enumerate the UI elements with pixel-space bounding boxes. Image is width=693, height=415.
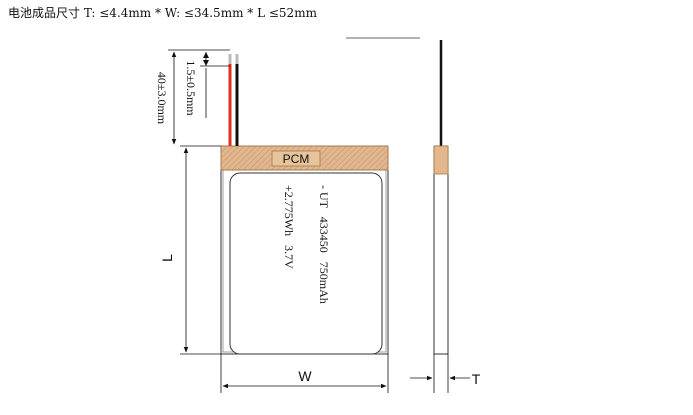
- wire-length-label: 40±3.0mm: [155, 72, 169, 125]
- battery-side-view: [346, 37, 449, 355]
- strip-length-dimension: 1.5±0.5mm: [184, 52, 230, 118]
- length-label: L: [159, 254, 175, 262]
- side-body: [433, 145, 449, 355]
- battery-front-view: PCM - UT 433450 750mAh +2.775Wh 3.7V: [220, 54, 389, 355]
- length-dimension: L: [159, 145, 221, 355]
- thickness-dimension: T: [410, 354, 481, 393]
- width-dimension: W: [220, 354, 389, 393]
- width-label: W: [298, 368, 312, 384]
- cell-print-line1: - UT 433450 750mAh: [317, 185, 331, 304]
- wire-length-dimension: 40±3.0mm: [155, 49, 230, 145]
- pcm-label-box: [271, 150, 321, 167]
- spec-title: 电池成品尺寸 T: ≤4.4mm * W: ≤34.5mm * L ≤52mm: [8, 6, 317, 20]
- cell-print-line2: +2.775Wh 3.7V: [282, 185, 296, 269]
- pcm-label: PCM: [283, 152, 310, 166]
- side-tape: [433, 145, 449, 175]
- strip-length-label: 1.5±0.5mm: [184, 60, 198, 116]
- thickness-label: T: [472, 371, 481, 387]
- cell-label-area: [229, 172, 383, 355]
